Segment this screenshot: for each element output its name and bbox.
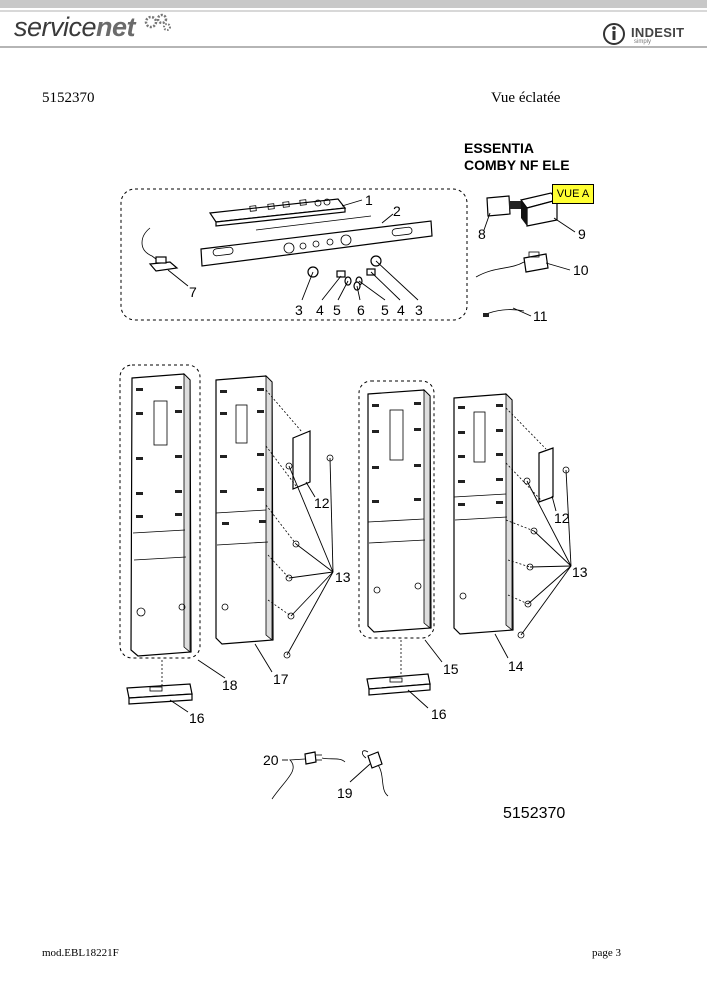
callout-11: 11 — [533, 308, 548, 324]
callout-8: 8 — [478, 226, 486, 242]
liner-panel-15 — [367, 389, 432, 633]
callout-6: 6 — [357, 302, 365, 318]
callout-9: 9 — [578, 226, 586, 242]
logo-service-text: service — [14, 12, 97, 42]
callout-10: 10 — [573, 262, 589, 278]
top-bar — [0, 0, 707, 8]
callout-2: 2 — [393, 203, 401, 219]
part-7-sensor — [141, 227, 179, 272]
callout-12b: 12 — [554, 510, 570, 526]
callout-4a: 4 — [316, 302, 324, 318]
indesit-logo-icon — [603, 23, 625, 45]
page-title: Vue éclatée — [491, 90, 561, 106]
callout-12a: 12 — [314, 495, 330, 511]
liner-panel-17 — [215, 375, 274, 645]
callout-5a: 5 — [333, 302, 341, 318]
callout-5b: 5 — [381, 302, 389, 318]
part-1-control-board — [208, 198, 347, 227]
callout-16b: 16 — [431, 706, 447, 722]
callout-14: 14 — [508, 658, 524, 674]
callout-3a: 3 — [295, 302, 303, 318]
liner-panel-18 — [130, 373, 192, 657]
panel-15-outline — [358, 380, 435, 639]
logo-net-text: net — [96, 12, 136, 42]
panel-leader-lines — [197, 633, 509, 679]
footer-model-code: mod.EBL18221F — [42, 947, 119, 959]
callout-13b: 13 — [572, 564, 588, 580]
brand-tagline: simply — [634, 39, 652, 45]
callout-15: 15 — [443, 661, 459, 677]
part-19-20-cables — [271, 750, 389, 800]
callout-16a: 16 — [189, 710, 205, 726]
model-line-2: COMBY NF ELE — [464, 157, 570, 173]
part-13-screws — [265, 454, 572, 659]
part-10-cable-connector — [475, 251, 571, 278]
gears-icon — [144, 13, 171, 31]
callout-4b: 4 — [397, 302, 405, 318]
model-line-1: ESSENTIA — [464, 140, 535, 156]
callout-7: 7 — [189, 284, 197, 300]
callout-labels: 1 2 3 4 5 6 5 4 3 7 8 9 10 11 12 12 13 1… — [189, 192, 589, 801]
liner-panel-14 — [453, 393, 514, 635]
control-group-outline — [120, 188, 468, 321]
callout-3b: 3 — [415, 302, 423, 318]
header-divider — [0, 46, 707, 48]
part-12-covers — [265, 389, 557, 512]
part-2-control-panel-bar — [200, 215, 433, 267]
servicenet-logo: servicenet — [14, 12, 136, 43]
panel-18-outline — [119, 364, 201, 659]
knob-parts — [307, 255, 382, 291]
view-a-tag: VUE A — [552, 184, 594, 204]
callout-19: 19 — [337, 785, 353, 801]
model-name: ESSENTIA COMBY NF ELE — [464, 140, 570, 174]
part-number: 5152370 — [42, 90, 95, 106]
reference-number: 5152370 — [503, 805, 566, 822]
panel-clips — [136, 386, 503, 525]
part-8-9-connector — [483, 192, 576, 233]
part-16-trays — [126, 640, 431, 713]
brand-name: INDESIT — [631, 25, 685, 40]
callout-13a: 13 — [335, 569, 351, 585]
callout-20: 20 — [263, 752, 279, 768]
footer-page-number: page 3 — [592, 947, 622, 959]
callout-1: 1 — [365, 192, 373, 208]
top-leader-lines — [167, 199, 419, 301]
top-line — [0, 10, 707, 12]
callout-17: 17 — [273, 671, 289, 687]
part-11-wire — [483, 307, 532, 317]
callout-18: 18 — [222, 677, 238, 693]
